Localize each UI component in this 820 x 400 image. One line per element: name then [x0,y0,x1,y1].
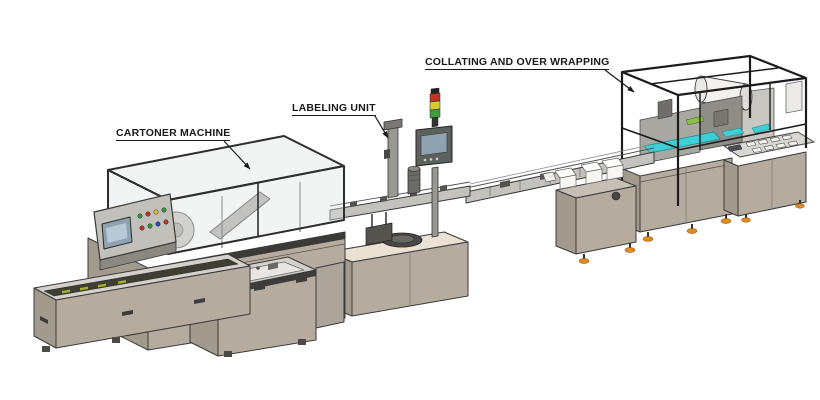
control-console [723,131,815,217]
rear-roll [785,80,803,114]
infeed-conveyor [33,253,306,357]
leader-line-labeling [374,115,389,139]
wrapping-mechanism [639,95,743,165]
transfer-conveyor [465,144,655,264]
stand-feet [578,243,636,264]
operator-panel [93,193,177,271]
drive-motor [407,166,421,195]
panel-buttons [137,207,169,231]
hmi-panel [415,125,453,167]
console-screen [727,144,743,152]
handle-slot [194,298,205,304]
product-cartons [542,157,624,190]
handle-slot [296,277,307,283]
support-pole [431,166,439,238]
signal-light-amber [429,100,441,111]
callout-cartoner-machine: CARTONER MACHINE [116,127,231,141]
cyan-guides [643,123,772,154]
leader-line-cartoner [223,140,251,170]
label-applicator [365,212,423,248]
leader-lines [223,69,635,170]
console-keys [745,134,799,153]
carton-magazine-chute [209,191,271,240]
collating-overwrapping-machine [615,54,815,242]
infeed-tray [43,258,239,297]
handle-slot [122,310,133,316]
wrapping-cage-frame [620,54,808,206]
labeling-conveyor [329,181,471,221]
signal-light-red [429,92,441,103]
leader-line-collating [604,69,635,93]
callout-collating-overwrapping: COLLATING AND OVER WRAPPING [425,56,610,70]
signal-light-green [429,108,441,119]
handle-slot [254,285,265,291]
step-cabinet [315,261,345,329]
cartoner-machine-drawing [33,135,346,357]
labeling-unit-machine [327,87,471,317]
hmi-assembly [415,87,453,238]
signal-tower [429,87,441,128]
hmi-screen [420,132,448,156]
callout-labeling-unit: LABELING UNIT [292,102,376,116]
labeler-mast [383,118,403,199]
stand-knob [611,191,621,201]
infeed-product [62,280,126,294]
conveyor-stand [555,177,637,264]
labeling-table [327,231,469,317]
machine-feet [42,337,306,357]
handle-slot [40,316,48,324]
